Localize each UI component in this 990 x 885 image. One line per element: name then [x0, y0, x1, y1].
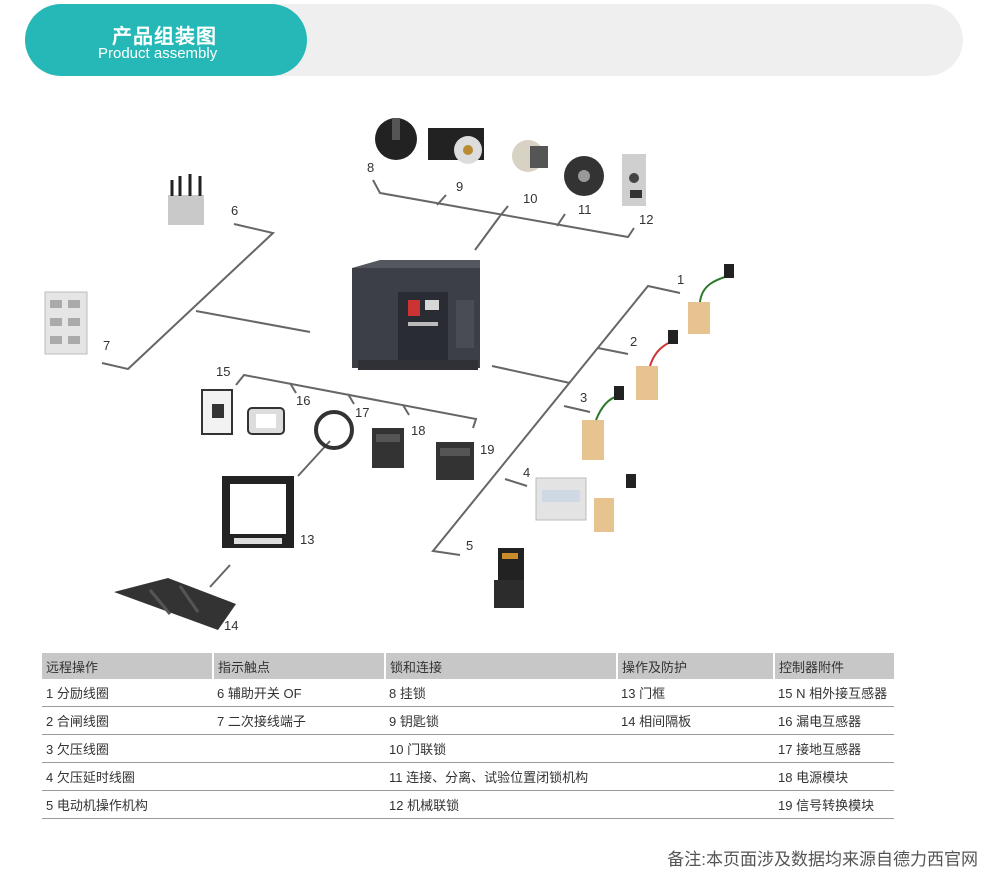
table-cell: 3 欠压线圈	[42, 734, 213, 763]
callout-12: 12	[639, 212, 653, 227]
leader-line	[101, 223, 276, 371]
table-cell	[213, 762, 385, 791]
undervoltage-coil-image	[582, 386, 624, 460]
table-cell: 15 N 相外接互感器	[774, 679, 894, 707]
callout-10: 10	[523, 191, 537, 206]
table-cell	[617, 790, 774, 819]
table-row: 1 分励线圈 6 辅助开关 OF 8 挂锁 13 门框 15 N 相外接互感器	[42, 679, 894, 707]
leader-line	[563, 405, 591, 413]
callout-2: 2	[630, 334, 637, 349]
closing-coil-image	[636, 330, 678, 400]
leader-line	[402, 404, 410, 416]
callout-14: 14	[224, 618, 238, 633]
title-pill	[25, 4, 307, 76]
table-cell	[213, 790, 385, 819]
undervoltage-delay-image	[535, 474, 636, 532]
mechanical-interlock-image	[622, 154, 646, 206]
table-cell: 18 电源模块	[774, 762, 894, 791]
page-subtitle: Product assembly	[98, 45, 218, 62]
leader-line	[436, 194, 447, 206]
leader-line	[504, 478, 528, 487]
leader-line	[474, 215, 501, 251]
callout-13: 13	[300, 532, 314, 547]
callout-18: 18	[411, 423, 425, 438]
table-cell	[213, 734, 385, 763]
callout-11: 11	[578, 202, 592, 217]
table-cell: 2 合闸线圈	[42, 706, 213, 735]
auxiliary-switch-image	[168, 174, 204, 225]
callout-4: 4	[523, 465, 530, 480]
table-cell: 7 二次接线端子	[213, 706, 385, 735]
leader-line	[499, 205, 509, 217]
motor-mechanism-image	[494, 548, 524, 608]
col-header: 控制器附件	[773, 653, 894, 679]
padlock-image	[375, 118, 417, 160]
table-cell: 9 钥匙锁	[385, 706, 617, 735]
table-cell: 10 门联锁	[385, 734, 617, 763]
table-cell: 11 连接、分离、试验位置闭锁机构	[385, 762, 617, 791]
door-frame-image	[222, 476, 294, 548]
callout-3: 3	[580, 390, 587, 405]
leakage-transformer-image	[247, 407, 285, 435]
leader-line	[235, 373, 478, 429]
phase-barrier-image	[114, 578, 236, 630]
callout-7: 7	[103, 338, 110, 353]
leader-line	[195, 310, 311, 333]
page-title: 产品组装图	[112, 26, 217, 48]
ground-transformer-image	[314, 410, 354, 450]
callout-16: 16	[296, 393, 310, 408]
circuit-breaker	[352, 260, 480, 370]
table-cell: 6 辅助开关 OF	[213, 679, 385, 707]
leader-line	[556, 213, 566, 227]
table-cell: 17 接地互感器	[774, 734, 894, 763]
table-cell: 8 挂锁	[385, 679, 617, 707]
key-lock-image	[428, 128, 484, 164]
power-module-image	[372, 428, 404, 468]
col-header: 操作及防护	[616, 653, 774, 679]
table-row: 3 欠压线圈 10 门联锁 17 接地互感器	[42, 734, 894, 763]
col-header: 指示触点	[212, 653, 385, 679]
callout-5: 5	[466, 538, 473, 553]
position-lock-image	[564, 156, 604, 196]
leader-line	[597, 347, 629, 355]
table-cell	[617, 734, 774, 763]
leader-line	[491, 365, 571, 384]
door-interlock-image	[512, 140, 548, 172]
n-phase-transformer-image	[201, 389, 233, 435]
signal-converter-image	[436, 442, 474, 480]
source-note: 备注:本页面涉及数据均来源自德力西官网	[667, 850, 978, 869]
table-row: 5 电动机操作机构 12 机械联锁 19 信号转换模块	[42, 790, 894, 819]
callout-19: 19	[480, 442, 494, 457]
table-cell: 1 分励线圈	[42, 679, 213, 707]
callout-9: 9	[456, 179, 463, 194]
parts-table: 远程操作 指示触点 锁和连接 操作及防护 控制器附件 1 分励线圈 6 辅助开关…	[42, 653, 894, 819]
table-cell: 4 欠压延时线圈	[42, 762, 213, 791]
table-cell: 19 信号转换模块	[774, 790, 894, 819]
shunt-release-image	[688, 264, 734, 334]
table-cell: 16 漏电互感器	[774, 706, 894, 735]
table-header-row: 远程操作 指示触点 锁和连接 操作及防护 控制器附件	[42, 653, 894, 679]
callout-6: 6	[231, 203, 238, 218]
table-cell: 12 机械联锁	[385, 790, 617, 819]
leader-line	[431, 284, 681, 556]
leader-line	[347, 393, 355, 405]
table-cell	[617, 762, 774, 791]
callout-15: 15	[216, 364, 230, 379]
table-cell: 13 门框	[617, 679, 774, 707]
col-header: 锁和连接	[384, 653, 617, 679]
callout-1: 1	[677, 272, 684, 287]
table-cell: 5 电动机操作机构	[42, 790, 213, 819]
callout-17: 17	[355, 405, 369, 420]
table-cell: 14 相间隔板	[617, 706, 774, 735]
col-header: 远程操作	[42, 653, 213, 679]
terminal-block-image	[44, 291, 88, 355]
leader-line	[372, 179, 635, 239]
table-row: 2 合闸线圈 7 二次接线端子 9 钥匙锁 14 相间隔板 16 漏电互感器	[42, 706, 894, 735]
leader-line	[209, 564, 231, 588]
table-row: 4 欠压延时线圈 11 连接、分离、试验位置闭锁机构 18 电源模块	[42, 762, 894, 791]
callout-8: 8	[367, 160, 374, 175]
leader-line	[289, 382, 297, 394]
